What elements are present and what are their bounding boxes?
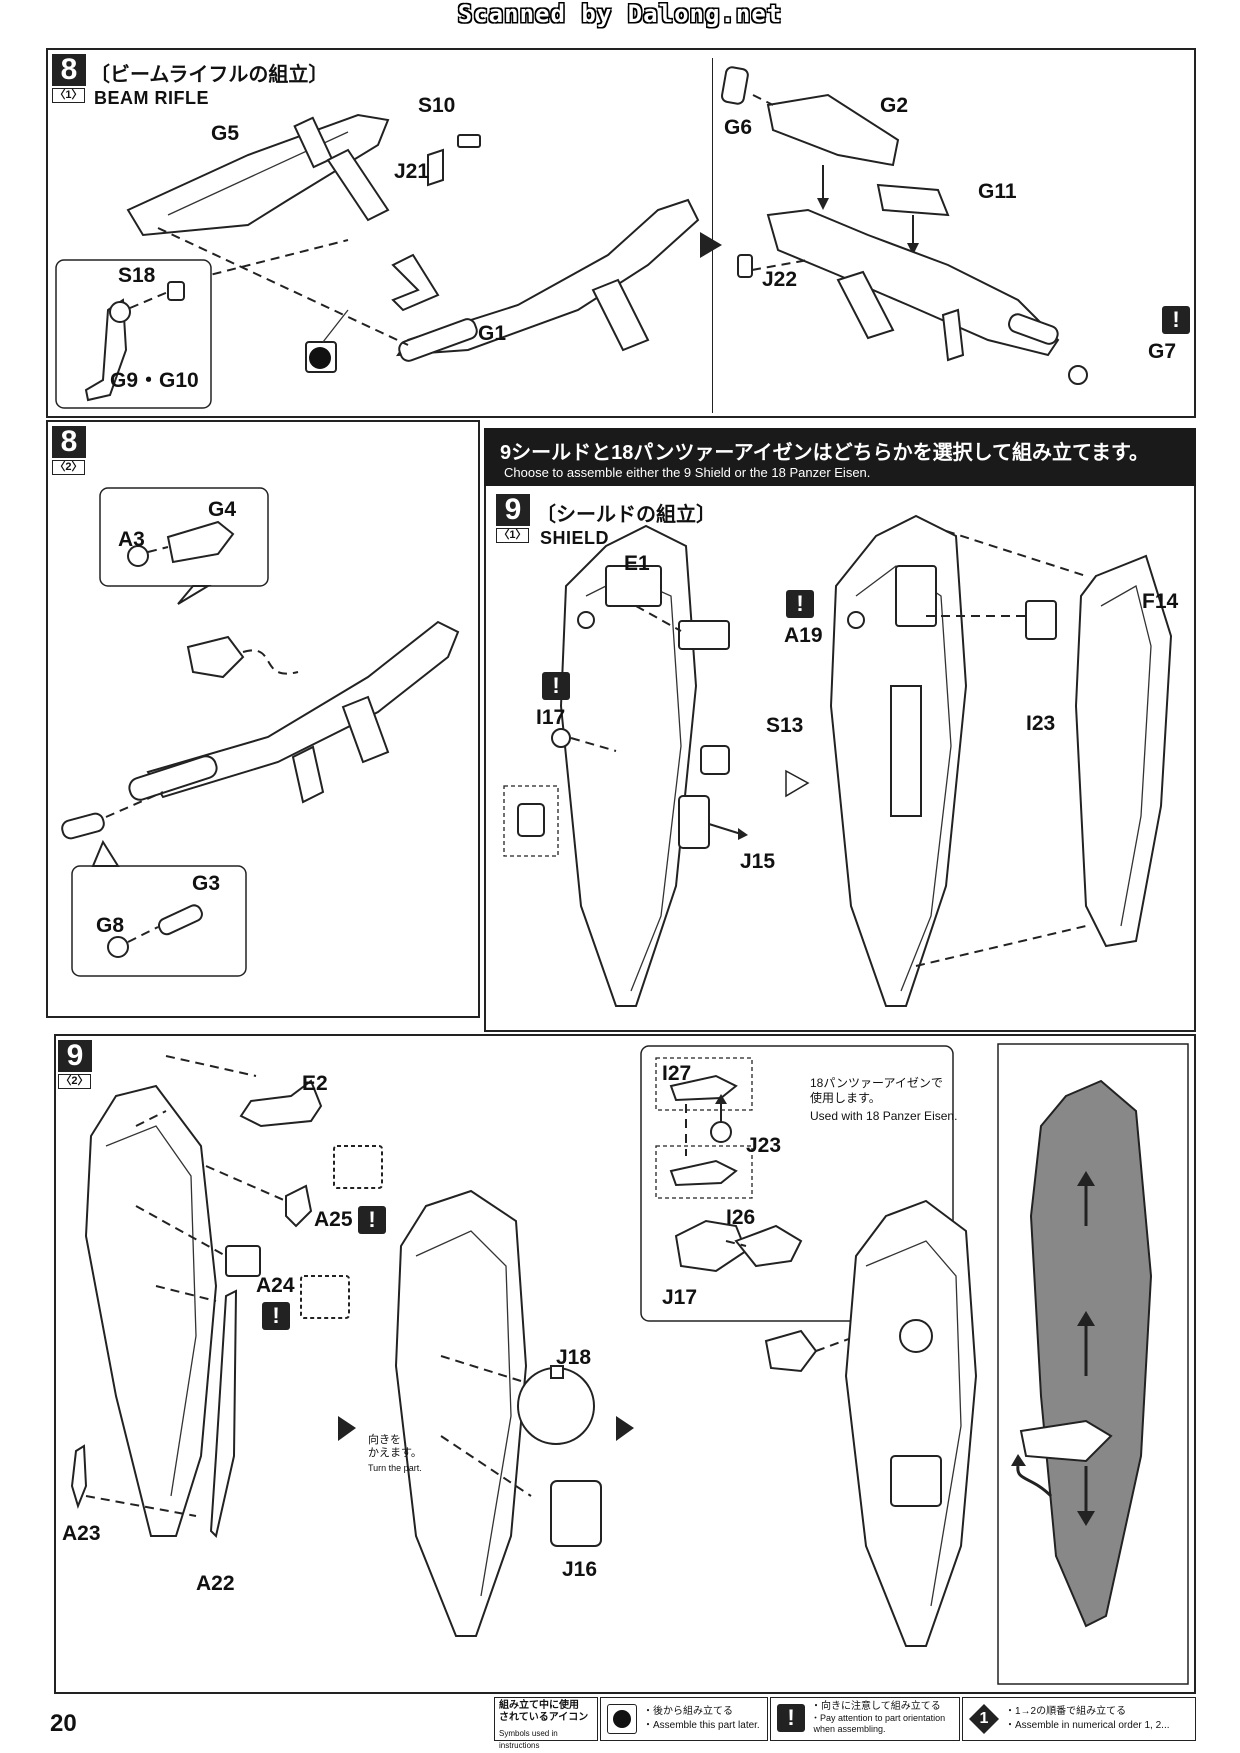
part-label-j18: J18	[556, 1346, 592, 1369]
part-label-a22: A22	[196, 1572, 235, 1595]
rifle-assembly-illustration	[61, 487, 460, 977]
turn-note-jp: 向きを かえます。	[368, 1434, 422, 1459]
panzer-note-en: Used with 18 Panzer Eisen.	[810, 1109, 958, 1123]
part-label-j15: J15	[740, 850, 776, 873]
part-label-a23: A23	[62, 1522, 101, 1545]
part-label-g1: G1	[478, 322, 507, 345]
step8-2-panel: 8 〈2〉 A3 G4 G3 G8	[46, 420, 480, 1018]
orientation-warning-icon: !	[786, 590, 814, 618]
orientation-warning-icon: !	[777, 1704, 805, 1732]
legend-later: ・後から組み立てる ・Assemble this part later.	[600, 1697, 768, 1741]
part-label-a19: A19	[784, 624, 823, 647]
step9-2-panel: 9 〈2〉	[54, 1034, 1196, 1694]
legend-orient-jp: ・向きに注意して組み立てる	[811, 1701, 941, 1712]
legend-heading-jp: 組み立て中に使用 されているアイコン	[499, 1700, 589, 1723]
part-label-s13: S13	[766, 714, 804, 737]
part-label-i26: I26	[726, 1206, 756, 1229]
rifle-illustration-right	[720, 66, 1088, 385]
part-label-j17: J17	[662, 1286, 698, 1309]
rifle-illustration-left	[55, 113, 700, 409]
legend-orientation: ! ・向きに注意して組み立てる ・Pay attention to part o…	[770, 1697, 960, 1741]
step-number: 8	[52, 54, 86, 86]
scan-credit: Scanned by Dalong.net	[457, 0, 783, 28]
orientation-warning-icon: !	[542, 672, 570, 700]
selection-banner: 9シールドと18パンツァーアイゼンはどちらかを選択して組み立てます。 Choos…	[484, 428, 1196, 486]
shield-assembly-illustration	[70, 1043, 1189, 1685]
legend-later-en: ・Assemble this part later.	[643, 1720, 760, 1731]
part-label-s18: S18	[118, 264, 156, 287]
step-title-en: BEAM RIFLE	[94, 88, 209, 108]
panzer-note-jp: 18パンツァーアイゼンで 使用します。	[810, 1076, 943, 1105]
legend-order-en: ・Assemble in numerical order 1, 2...	[1005, 1720, 1170, 1731]
part-label-g3: G3	[192, 872, 221, 895]
part-label-j21: J21	[394, 160, 430, 183]
legend-order-jp: ・1→2の順番で組み立てる	[1005, 1706, 1127, 1717]
legend-later-jp: ・後から組み立てる	[643, 1706, 733, 1717]
legend-order: 1 ・1→2の順番で組み立てる ・Assemble in numerical o…	[962, 1697, 1196, 1741]
part-label-f14: F14	[1142, 590, 1179, 613]
step-title-en: SHIELD	[540, 528, 610, 548]
orientation-warning-icon: !	[262, 1302, 290, 1330]
part-label-a25: A25	[314, 1208, 353, 1231]
substep-number: 〈1〉	[496, 528, 529, 543]
part-label-a24: A24	[256, 1274, 295, 1297]
substep-number: 〈1〉	[52, 88, 85, 103]
part-label-g8: G8	[96, 914, 125, 937]
part-label-g4: G4	[208, 498, 237, 521]
part-label-e1: E1	[624, 552, 650, 575]
step-number: 9	[496, 494, 530, 526]
part-label-g2: G2	[880, 94, 909, 117]
part-label-g7: G7	[1148, 340, 1177, 363]
order-icon: 1	[969, 1704, 999, 1734]
legend-heading: 組み立て中に使用 されているアイコン Symbols used in instr…	[494, 1697, 598, 1750]
step8-1-panel: 8 〈1〉 〔ビームライフルの組立〕 BEAM RIFLE G5 S10 J21…	[46, 48, 1196, 418]
step-number: 9	[58, 1040, 92, 1072]
part-label-g6: G6	[724, 116, 753, 139]
selection-banner-en: Choose to assemble either the 9 Shield o…	[504, 465, 871, 480]
part-label-a3: A3	[118, 528, 145, 551]
shield-illustration	[503, 514, 1173, 1007]
substep-number: 〈2〉	[52, 460, 85, 475]
selection-banner-jp: 9シールドと18パンツァーアイゼンはどちらかを選択して組み立てます。	[500, 442, 1149, 464]
part-label-i17: I17	[536, 706, 566, 729]
step-title-jp: 〔シールドの組立〕	[536, 504, 716, 526]
part-label-g5: G5	[211, 122, 240, 145]
part-label-i23: I23	[1026, 712, 1056, 735]
substep-number: 〈2〉	[58, 1074, 91, 1089]
step-title-jp: 〔ビームライフルの組立〕	[90, 64, 329, 86]
turn-note-en: Turn the part.	[368, 1463, 422, 1473]
next-arrow	[700, 232, 722, 258]
part-label-g11: G11	[978, 180, 1017, 203]
orientation-warning-icon: !	[358, 1206, 386, 1234]
step-divider	[712, 58, 713, 413]
step9-1-panel: 9 〈1〉 〔シールドの組立〕 SHIELD E1 ! A19 !	[484, 486, 1196, 1032]
orientation-warning-icon: !	[1162, 306, 1190, 334]
part-label-i27: I27	[662, 1062, 692, 1085]
step-number: 8	[52, 426, 86, 458]
page-number: 20	[50, 1710, 77, 1737]
legend-heading-en: Symbols used in instructions	[499, 1729, 558, 1750]
part-label-s10: S10	[418, 94, 456, 117]
legend-orient-en: ・Pay attention to part orientation when …	[811, 1713, 946, 1734]
part-label-j22: J22	[762, 268, 798, 291]
part-label-j23: J23	[746, 1134, 782, 1157]
part-label-e2: E2	[302, 1072, 328, 1095]
part-label-g9-g10: G9・G10	[110, 369, 199, 392]
later-icon	[607, 1704, 637, 1734]
part-label-j16: J16	[562, 1558, 598, 1581]
